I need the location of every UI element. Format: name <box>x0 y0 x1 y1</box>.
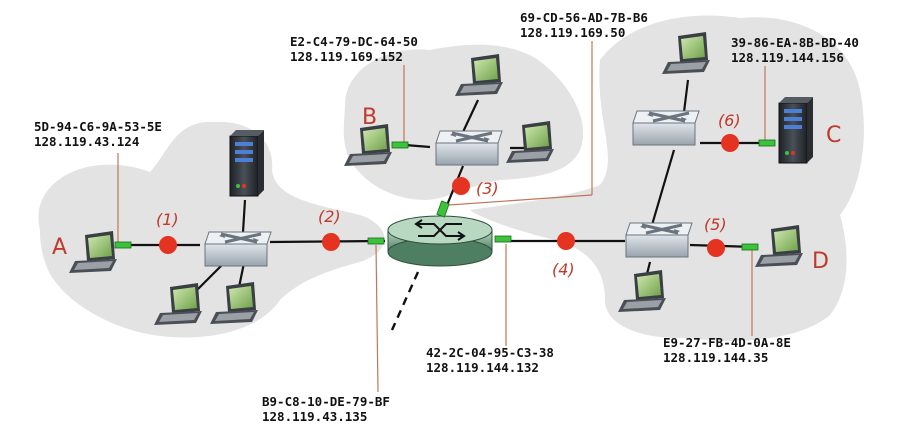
link-down-dashed <box>390 271 420 331</box>
marker-4 <box>557 232 575 250</box>
host-b-mac: E2-C4-79-DC-64-50 <box>290 34 418 49</box>
router-icon <box>387 215 493 267</box>
router-right-mac: 42-2C-04-95-C3-38 <box>426 345 554 360</box>
adapter-a <box>114 241 132 249</box>
switch-upper-right-icon <box>631 109 701 147</box>
host-a-mac: 5D-94-C6-9A-53-5E <box>34 119 162 134</box>
marker-1 <box>159 236 177 254</box>
host-a-ip: 128.119.43.124 <box>34 134 139 149</box>
server-host-c-icon <box>778 96 814 164</box>
host-a-letter: A <box>52 235 67 260</box>
marker-3 <box>452 177 470 195</box>
router-left-ip: 128.119.43.135 <box>262 409 367 424</box>
host-c-mac: 39-86-EA-8B-BD-40 <box>731 35 859 50</box>
router-top-ip: 128.119.169.50 <box>520 25 625 40</box>
switch-lower-right-icon <box>624 221 694 259</box>
server-subnet-a-icon <box>229 129 265 197</box>
marker-2 <box>322 233 340 251</box>
host-c-letter: C <box>826 123 841 148</box>
router-left-mac: B9-C8-10-DE-79-BF <box>262 394 390 409</box>
adapters <box>114 139 776 251</box>
marker-label-2: (2) <box>318 207 341 226</box>
router-top-mac: 69-CD-56-AD-7B-B6 <box>520 10 648 25</box>
adapter-router-right <box>494 235 512 243</box>
router-right-ip: 128.119.144.132 <box>426 360 539 375</box>
host-c-ip: 128.119.144.156 <box>731 50 844 65</box>
adapter-c <box>758 139 776 147</box>
adapter-router-top <box>436 200 450 218</box>
link-markers <box>159 134 739 257</box>
marker-label-6: (6) <box>718 111 741 130</box>
marker-5 <box>707 239 725 257</box>
host-d-ip: 128.119.144.35 <box>663 350 768 365</box>
switch-top-icon <box>434 129 504 167</box>
adapter-b <box>391 141 409 149</box>
leader-lines <box>117 41 766 393</box>
switch-left-icon <box>203 230 273 268</box>
marker-label-3: (3) <box>476 179 499 198</box>
host-d-mac: E9-27-FB-4D-0A-8E <box>663 335 791 350</box>
host-b-letter: B <box>362 105 377 130</box>
marker-6 <box>721 134 739 152</box>
adapter-router-left <box>367 237 385 245</box>
marker-label-1: (1) <box>156 210 179 229</box>
marker-label-4: (4) <box>552 260 575 279</box>
host-b-ip: 128.119.169.152 <box>290 49 403 64</box>
subnet-a-cloud <box>38 121 385 338</box>
adapter-d <box>741 243 759 251</box>
host-d-letter: D <box>812 249 829 274</box>
marker-label-5: (5) <box>704 215 727 234</box>
